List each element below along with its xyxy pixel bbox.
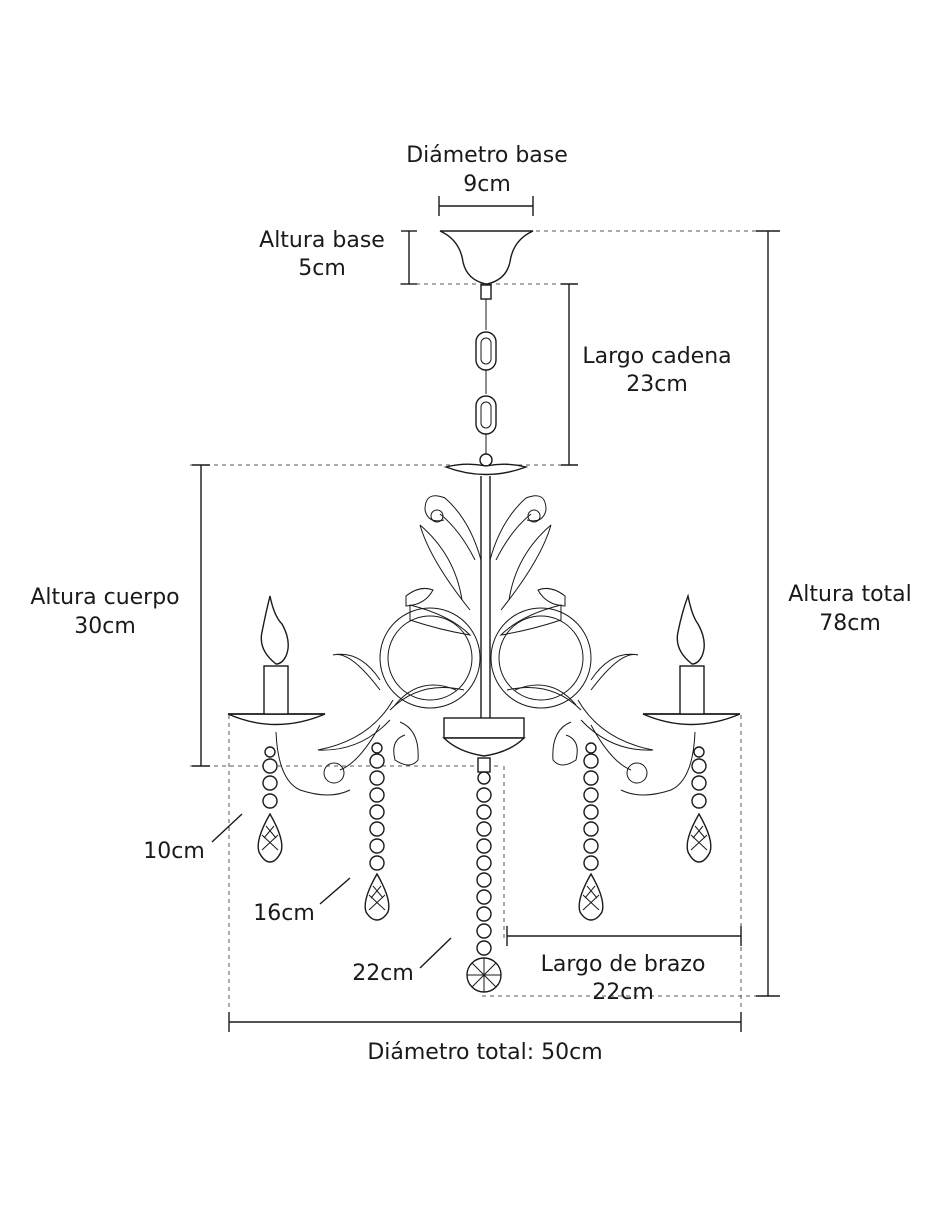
drop-long-label: 22cm <box>352 961 414 986</box>
left-candle <box>227 595 326 726</box>
dimension-lines <box>192 196 780 1032</box>
chandelier-drawing <box>227 230 741 993</box>
base-diameter-value: 9cm <box>463 172 511 197</box>
right-scroll-arms <box>489 495 696 796</box>
arm-length-title: Largo de brazo <box>541 952 706 977</box>
crystal-drop-right-mid <box>578 742 604 921</box>
left-scroll-arms <box>275 495 482 796</box>
chain <box>475 284 497 467</box>
ceiling-canopy <box>439 230 534 285</box>
crystal-drop-left-mid <box>364 742 390 921</box>
drop-short-label: 10cm <box>143 839 205 864</box>
drop-mid-label: 16cm <box>253 901 315 926</box>
base-height-title: Altura base <box>259 228 385 253</box>
arm-length-value: 22cm <box>592 980 654 1005</box>
body-height-title: Altura cuerpo <box>30 585 179 610</box>
dimension-labels: Diámetro base 9cm Altura base 5cm Largo … <box>30 143 911 1065</box>
total-height-value: 78cm <box>819 611 881 636</box>
chain-length-title: Largo cadena <box>582 344 731 369</box>
total-height-title: Altura total <box>788 582 912 607</box>
base-height-value: 5cm <box>298 256 346 281</box>
total-diameter-label: Diámetro total: 50cm <box>367 1040 602 1065</box>
chain-length-value: 23cm <box>626 372 688 397</box>
crystal-drop-center-long <box>466 771 502 993</box>
crystal-drop-left-short <box>257 746 283 863</box>
right-candle <box>642 593 741 726</box>
top-dish <box>443 463 529 476</box>
central-hub <box>443 717 525 739</box>
base-diameter-title: Diámetro base <box>406 143 568 168</box>
crystal-drop-right-short <box>686 746 712 863</box>
body-height-value: 30cm <box>74 614 136 639</box>
